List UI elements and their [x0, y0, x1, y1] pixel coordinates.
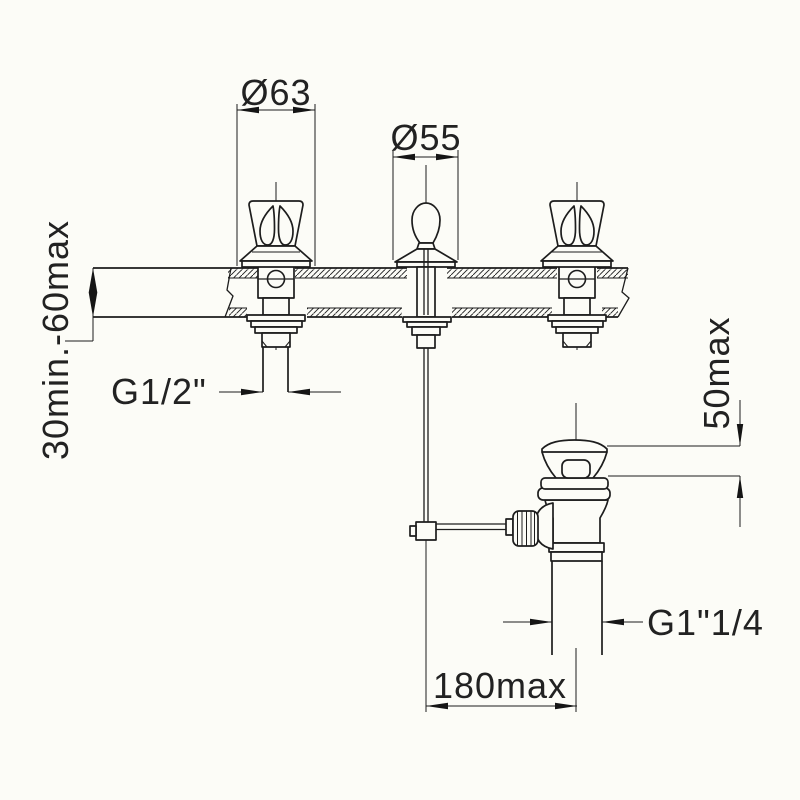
rod-clamp	[415, 521, 437, 541]
drain-stopper-detail	[561, 459, 591, 479]
right-valve-washer-1	[547, 314, 607, 322]
left-handle	[239, 200, 313, 268]
right-handle-facet-right	[578, 205, 595, 246]
dim63-arrows	[237, 106, 315, 114]
dim-rod-offset-label: 180max	[433, 665, 567, 706]
right-handle-knob	[549, 200, 605, 247]
dim-deck-thickness-label: 30min.-60max	[35, 220, 76, 460]
right-handle-skirt	[540, 245, 614, 262]
dim-inlet-thread-label: G1/2"	[111, 371, 207, 412]
deck-section	[93, 267, 630, 318]
left-handle-knob	[248, 200, 304, 247]
w180-extension-lines	[425, 540, 577, 712]
left-valve-assembly	[246, 182, 306, 392]
dim-waste-flange-height-label: 50max	[696, 316, 737, 429]
popup-knob	[411, 202, 441, 244]
h50-arrows	[736, 424, 744, 498]
popup-rod-upper	[423, 249, 429, 315]
rod-clamp-screw	[409, 525, 417, 537]
g114-arrows	[530, 618, 624, 626]
left-handle-facet-right	[277, 205, 294, 246]
deck-break-lines	[224, 267, 630, 318]
rod-tip-cap	[505, 518, 514, 536]
middle-valve-shank	[416, 334, 436, 349]
right-valve-washer-2	[551, 320, 604, 328]
deck-surface-lines	[93, 267, 628, 318]
left-valve-locknut	[254, 326, 298, 334]
dim-waste-thread-label: G1"1/4	[647, 602, 764, 643]
drain-stopper-waist	[541, 451, 608, 479]
dim-popup-knob-diameter: Ø55	[390, 117, 461, 260]
right-valve-assembly	[547, 182, 607, 350]
drain-coupling-lower	[550, 551, 603, 562]
dim63-extension-lines	[236, 104, 316, 266]
g12-arrows	[241, 388, 310, 396]
right-valve-shank-chamfer	[562, 340, 592, 348]
dim55-extension-lines	[392, 150, 459, 260]
right-valve-shank	[562, 332, 592, 348]
left-handle-base	[241, 260, 311, 268]
right-handle-facet-left	[560, 205, 577, 246]
right-valve-body	[558, 265, 596, 299]
left-handle-skirt	[239, 245, 313, 262]
dim-rod-offset: 180max	[425, 540, 577, 712]
popup-linkage	[409, 502, 554, 550]
left-valve-shank-chamfer	[261, 340, 291, 348]
left-valve-washer-1	[246, 314, 306, 322]
middle-valve-assembly	[394, 165, 458, 522]
drain-body	[544, 499, 609, 544]
right-valve-neck	[563, 297, 591, 316]
dim-popup-knob-diameter-label: Ø55	[390, 117, 461, 158]
knurled-nut	[512, 510, 539, 547]
deck-thickness-arrows	[88, 268, 98, 317]
popup-cone-base	[394, 248, 458, 263]
dim-handle-diameter-label: Ø63	[240, 72, 311, 113]
h50-leader-lines	[607, 445, 740, 477]
drain-pipe	[551, 561, 603, 655]
dim-handle-diameter: Ø63	[236, 72, 316, 266]
drain-coupling-upper	[548, 542, 605, 553]
left-valve-port	[266, 269, 286, 289]
right-handle-base	[542, 260, 612, 268]
left-valve-neck	[262, 297, 290, 316]
dim-deck-thickness: 30min.-60max	[35, 220, 98, 460]
left-valve-shank	[261, 332, 291, 348]
dim-waste-flange-height: 50max	[607, 316, 744, 527]
middle-valve-tube	[416, 266, 436, 318]
dim-waste-thread: G1"1/4	[503, 602, 764, 643]
drain-bead-upper	[540, 477, 609, 490]
middle-valve-locknut	[411, 326, 441, 336]
popup-knob-foot	[416, 242, 436, 250]
deck-hatch-band-edges	[228, 277, 628, 309]
dim-inlet-thread: G1/2"	[111, 371, 341, 412]
left-valve-washer-2	[250, 320, 303, 328]
right-valve-port	[567, 269, 587, 289]
right-handle	[540, 200, 614, 268]
drain-stopper-dome	[541, 439, 608, 453]
right-valve-locknut	[555, 326, 599, 334]
popup-rod-lower	[423, 348, 429, 522]
dim55-arrows	[393, 153, 458, 161]
popup-waste	[537, 403, 611, 655]
left-valve-tailpiece	[262, 347, 289, 392]
left-handle-facet-left	[259, 205, 276, 246]
horizontal-rod	[436, 523, 506, 531]
knurled-nut-ribs	[517, 511, 535, 546]
